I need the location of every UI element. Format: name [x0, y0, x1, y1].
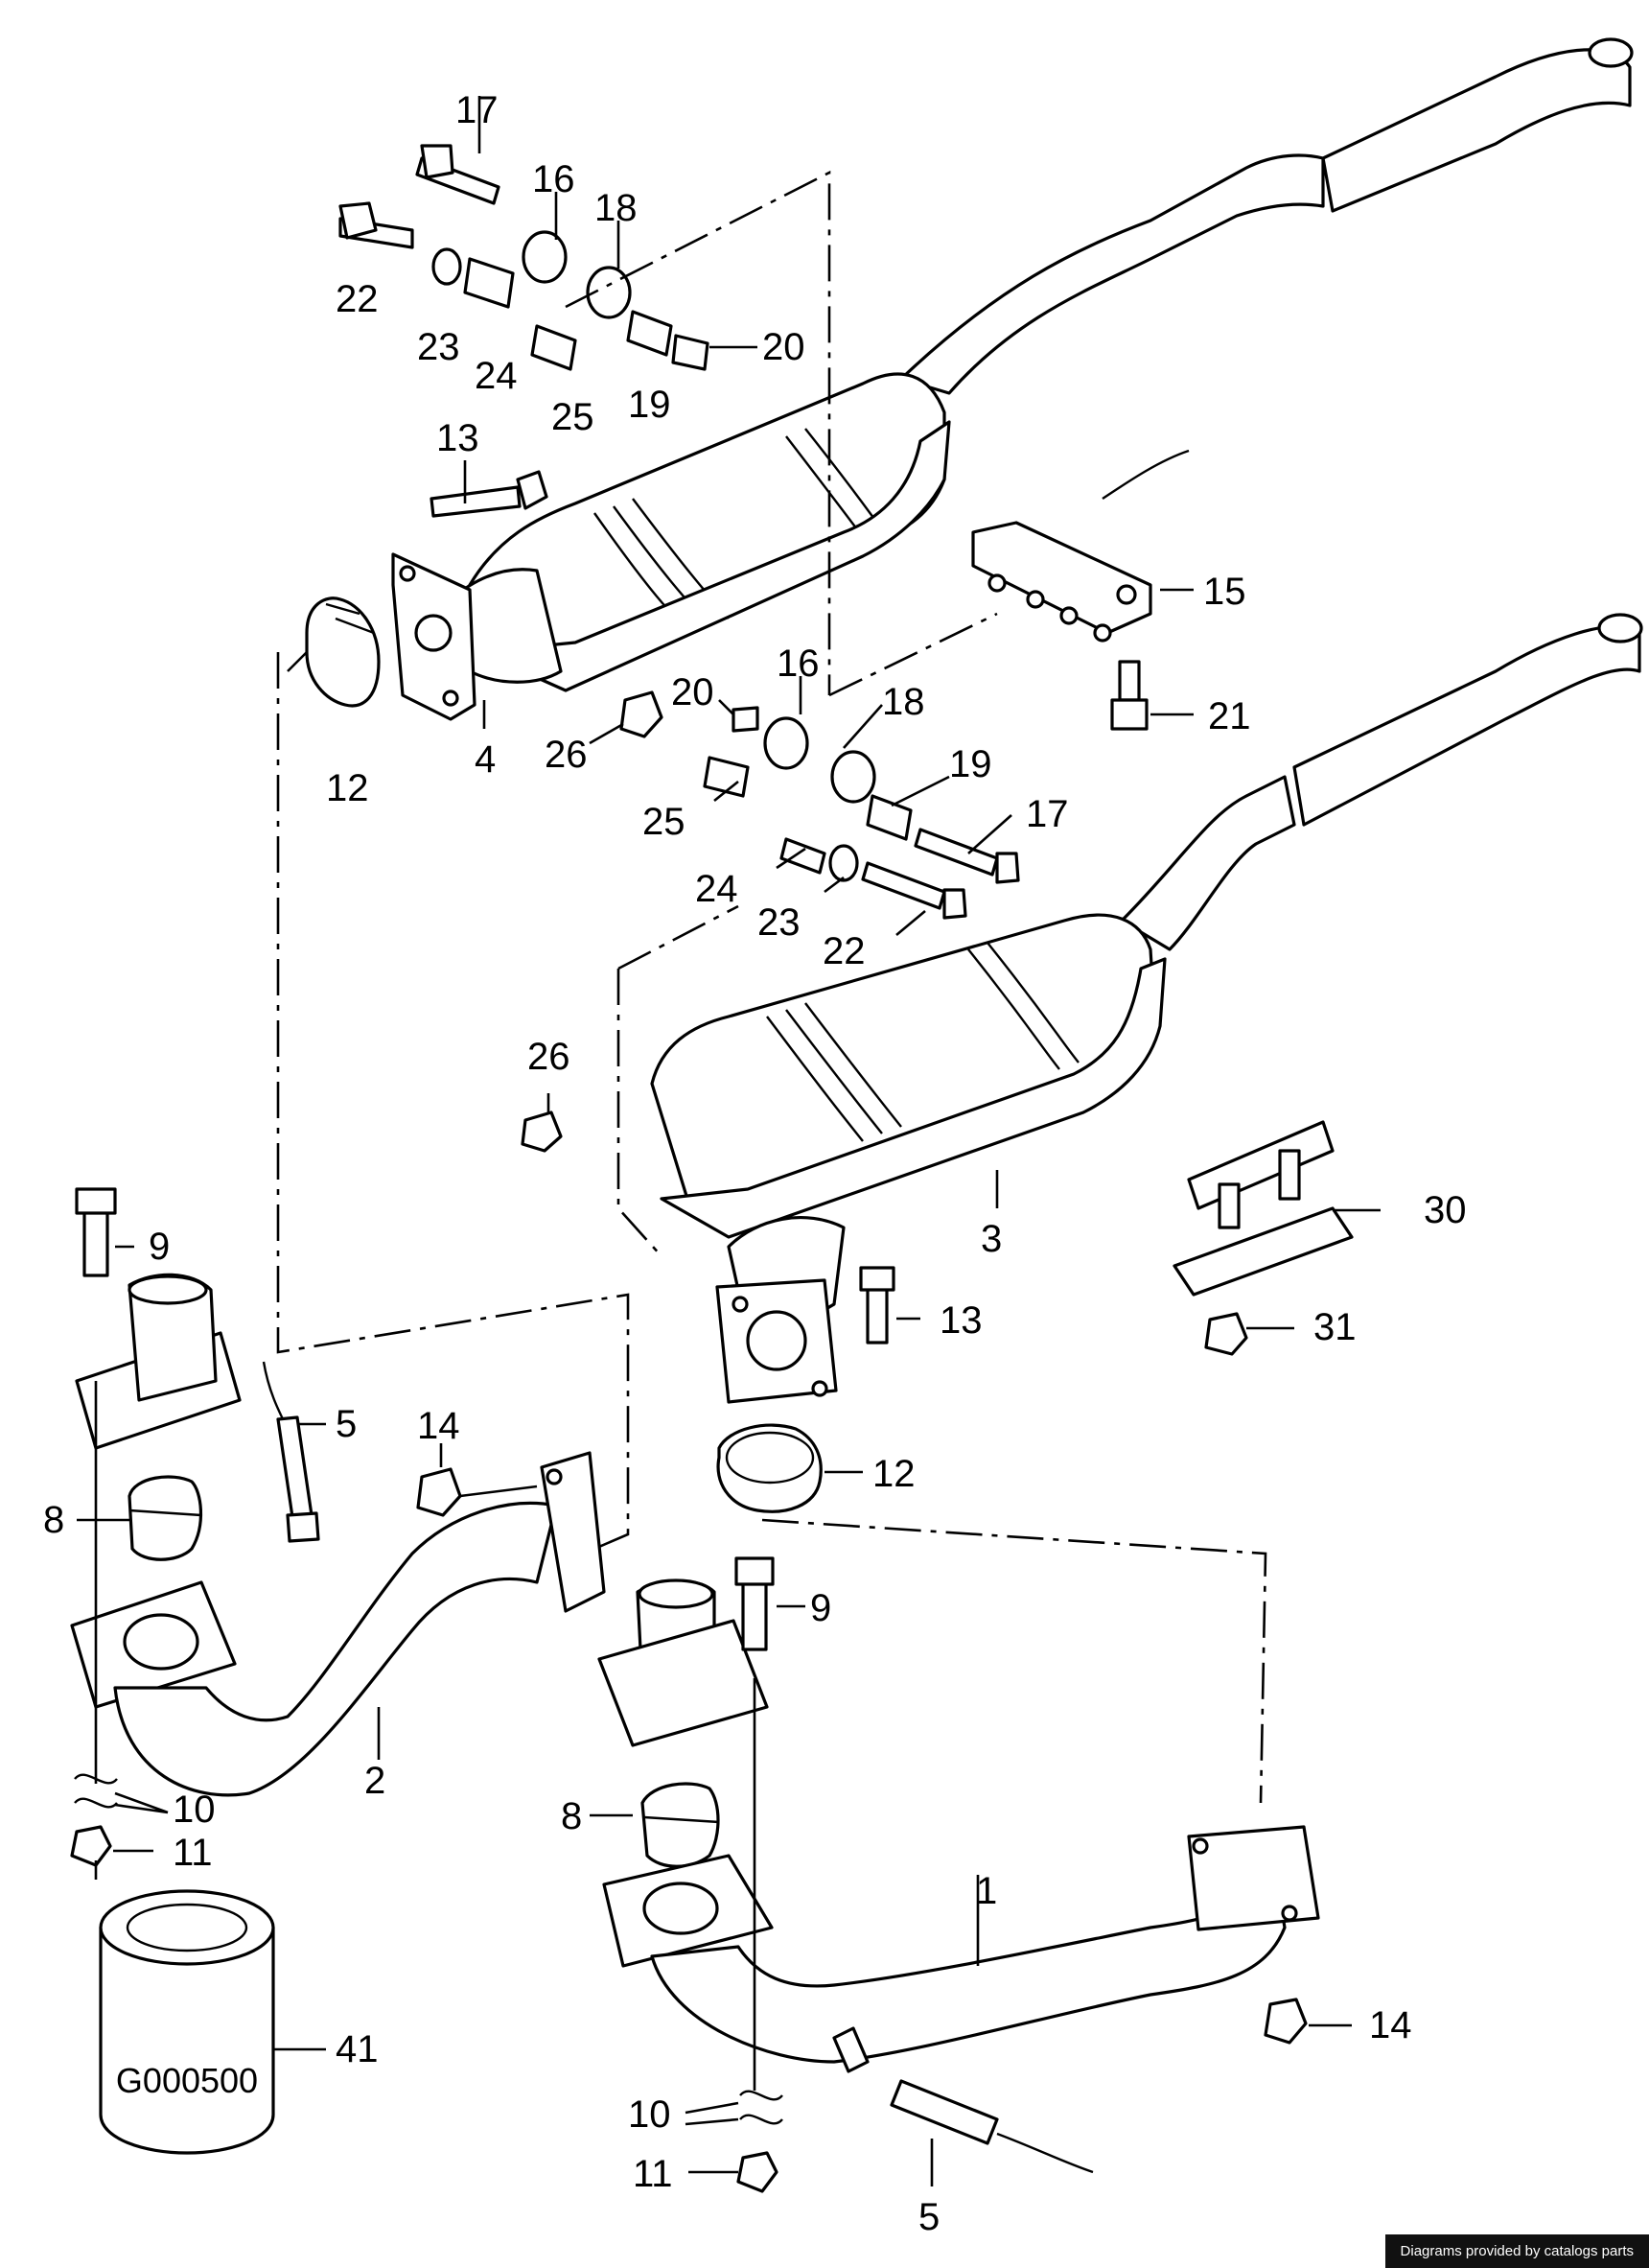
right-flange-nut — [1264, 1998, 1308, 2045]
callout-19: 19 — [628, 384, 671, 426]
callout-19: 19 — [949, 743, 992, 785]
upper-gasket-ring — [305, 596, 381, 708]
right-manifold-stub — [597, 1619, 769, 1747]
upper-catalytic-converter-assembly — [305, 37, 1634, 738]
callout-leaders — [77, 96, 1381, 2186]
callout-14: 14 — [1369, 2004, 1412, 2046]
upper-tail-pipe-opening — [1588, 37, 1634, 68]
left-oxygen-sensor — [262, 1361, 320, 1543]
callout-20: 20 — [762, 326, 805, 368]
callout-5: 5 — [336, 1403, 357, 1445]
callout-18: 18 — [594, 187, 638, 229]
right-nut — [736, 2151, 778, 2193]
front-pipe-right — [597, 1556, 1320, 2193]
callout-4: 4 — [475, 738, 496, 781]
callout-12: 12 — [872, 1453, 916, 1495]
lower-isolator-hardware — [703, 706, 1020, 920]
callout-26: 26 — [527, 1036, 570, 1078]
callout-8: 8 — [561, 1795, 582, 1837]
lower-tail-pipe-end — [1292, 624, 1641, 827]
callout-11: 11 — [173, 1832, 213, 1874]
callout-10: 10 — [173, 1789, 216, 1831]
left-gasket — [128, 1475, 203, 1561]
upper-tail-pipe — [899, 153, 1325, 395]
right-gasket — [640, 1782, 720, 1868]
left-front-pipe — [113, 1501, 558, 1797]
callout-14: 14 — [417, 1405, 460, 1447]
callout-23: 23 — [757, 901, 801, 944]
callout-1: 1 — [976, 1870, 997, 1912]
part-stamp: G000500 — [116, 2061, 258, 2100]
lower-heat-shield — [660, 957, 1167, 1239]
callout-24: 24 — [475, 355, 518, 397]
callout-5: 5 — [918, 2196, 940, 2238]
callout-2: 2 — [364, 1760, 385, 1802]
lower-nut — [521, 1111, 563, 1153]
lower-flange-bolt — [859, 1266, 895, 1344]
right-oxygen-sensor — [832, 2026, 1094, 2174]
callout-12: 12 — [326, 767, 369, 809]
callout-10: 10 — [628, 2093, 671, 2136]
callout-13: 13 — [436, 417, 479, 459]
right-spring-washer — [739, 2090, 783, 2125]
rear-hanger-bracket — [1173, 1120, 1354, 1297]
lower-gasket-ring — [716, 1423, 823, 1513]
callout-22: 22 — [336, 278, 379, 320]
callout-labels: 17 16 18 22 23 24 25 19 20 13 15 12 4 26… — [43, 89, 1467, 2238]
assembly-guide-lines — [94, 170, 1267, 2091]
upper-inlet-cone — [449, 568, 563, 684]
upper-flange-bolt — [430, 470, 548, 518]
left-stud-bolt — [75, 1187, 117, 1277]
diagram-credit: Diagrams provided by catalogs parts — [1384, 2234, 1649, 2268]
left-pipe-rear-flange — [540, 1451, 606, 1613]
right-pipe-rear-flange — [1187, 1825, 1320, 1931]
callout-3: 3 — [981, 1218, 1002, 1260]
callout-11: 11 — [633, 2153, 673, 2195]
repair-sleeve: G000500 — [99, 1889, 275, 2155]
callout-9: 9 — [149, 1226, 170, 1268]
callout-17: 17 — [455, 89, 499, 131]
front-pipe-left — [70, 1187, 606, 1867]
upper-nut — [619, 690, 663, 738]
callout-20: 20 — [671, 671, 714, 713]
callout-22: 22 — [823, 930, 866, 972]
upper-tail-pipe-end — [1321, 48, 1632, 213]
callout-16: 16 — [532, 158, 575, 200]
callout-15: 15 — [1203, 571, 1246, 613]
upper-bracket-bolt — [1110, 660, 1149, 731]
callout-16: 16 — [777, 643, 820, 685]
upper-mounting-bracket — [971, 449, 1190, 643]
callout-13: 13 — [940, 1299, 983, 1342]
callout-41: 41 — [336, 2028, 379, 2070]
left-flange-nut — [416, 1467, 462, 1517]
callout-31: 31 — [1313, 1306, 1357, 1348]
upper-isolator-hardware — [338, 144, 709, 371]
hanger-nut — [1204, 1312, 1248, 1356]
callout-23: 23 — [417, 326, 460, 368]
right-stud-bolt — [734, 1556, 775, 1651]
callout-8: 8 — [43, 1499, 64, 1541]
callout-25: 25 — [551, 396, 594, 438]
callout-17: 17 — [1026, 793, 1069, 835]
right-front-pipe — [650, 1868, 1287, 2064]
callout-30: 30 — [1424, 1189, 1467, 1231]
callout-24: 24 — [695, 868, 738, 910]
lower-tail-pipe — [1120, 775, 1296, 951]
callout-25: 25 — [642, 801, 685, 843]
callout-18: 18 — [882, 681, 925, 723]
callout-21: 21 — [1208, 695, 1251, 737]
lower-catalytic-converter-assembly — [521, 613, 1643, 1513]
callout-9: 9 — [810, 1587, 831, 1629]
callout-26: 26 — [545, 734, 588, 776]
left-nut — [70, 1825, 112, 1867]
